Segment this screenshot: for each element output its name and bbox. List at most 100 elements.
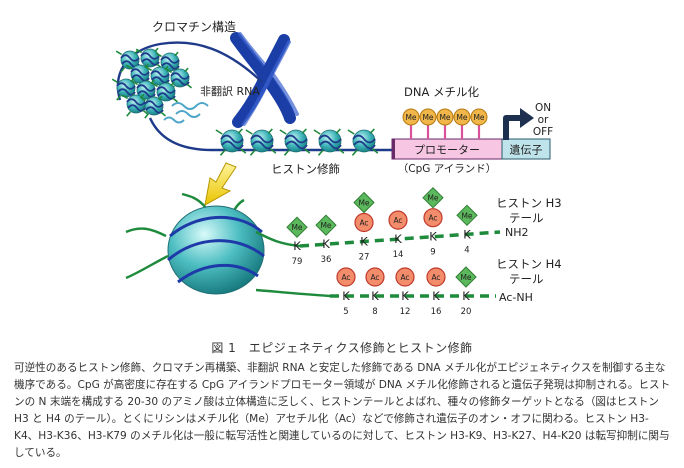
nucleosome-icon [215,128,247,156]
nucleosome-icon [165,67,192,91]
lysine-letter: K [293,239,301,253]
ac-mark-label: Ac [370,273,379,282]
h3-residue: K 79 Me [286,216,308,267]
nucleosome-icon [347,128,379,156]
residue-position: 20 [461,307,472,317]
me-mark-label: Me [320,221,331,230]
transcription-arrow-icon [503,108,534,140]
h3-tail-label-line2: テール [509,211,544,225]
ac-mark-label: Ac [341,273,350,282]
dna-strand-loop [148,117,230,152]
ncrna-label: 非翻訳 RNA [200,84,260,98]
lysine-letter: K [394,232,402,246]
gene-label: 遺伝子 [510,143,543,157]
chromosome-icon [230,32,299,128]
methyl-bulb [453,108,471,126]
me-diamond [455,266,477,288]
me-mark-label: Me [460,273,471,282]
h4-residue: K 20 Me [455,266,477,317]
nucleosome-icon [245,128,277,156]
lysine-letter: K [322,237,330,251]
h3-residue: K 36 Me [315,214,337,265]
methyl-mark-label: Me [456,113,467,122]
methyl-bulb [402,108,420,126]
residue-position: 14 [393,250,404,260]
ac-circle [365,267,385,287]
nucleosome-icon [135,47,162,71]
methyl-bulb [470,108,488,126]
h3-tail-label-line1: ヒストン H3 [496,196,562,210]
residue-position: 36 [321,255,332,265]
off-label: OFF [533,126,553,138]
ac-mark-label: Ac [393,216,402,225]
ncrna-icon [163,102,209,124]
me-diamond [422,186,444,209]
promoter-label: プロモーター [414,144,480,157]
ac-circle [426,267,446,287]
dna-methyl-marks: Me Me Me Me Me [402,108,488,139]
me-diamond [315,214,337,236]
lysine-letter: K [360,235,368,249]
methyl-mark-label: Me [422,113,433,122]
zoom-arrow-icon [204,162,237,206]
h4-tail-label-line2: テール [509,272,544,286]
h4-residue: K 8 Ac [365,267,385,317]
me-mark-label: Me [427,194,438,203]
lysine-letter: K [432,289,440,303]
lysine-letter: K [462,289,470,303]
residue-position: 5 [343,307,348,317]
residue-position: 8 [372,307,377,317]
nucleosome-detail [125,192,331,298]
methyl-bulb [419,108,437,126]
ac-circle [388,210,408,230]
nh2-label: NH2 [505,226,529,239]
h3-tail-line [299,230,501,248]
lysine-letter: K [429,230,437,244]
me-mark-label: Me [358,199,369,208]
residue-position: 79 [292,257,303,267]
h3-residue: K 9 Ac Me [422,186,444,258]
methyl-mark-label: Me [405,113,416,122]
cpg-island-label: （CpG アイランド） [398,163,496,175]
lysine-letter: K [401,289,409,303]
figure-caption: 図 1 エピジェネティクス修飾とヒストン修飾 [211,341,473,355]
me-diamond [286,216,308,238]
nucleosome-icon [313,128,345,156]
residue-position: 16 [431,307,442,317]
me-diamond [353,191,375,214]
nucleosome-icon [111,77,138,101]
description-text: 可逆性のあるヒストン修飾、クロマチン再構築、非翻訳 RNA と安定した修飾である… [14,362,671,459]
residue-position: 9 [430,248,435,258]
nucleosome-icon [279,128,311,156]
nucleosome-icon [139,95,166,119]
residue-position: 4 [464,245,469,255]
me-mark-label: Me [291,223,302,232]
histone-modification-label: ヒストン修飾 [271,162,340,176]
lysine-letter: K [371,289,379,303]
dna-strand-upper [116,41,263,101]
ac-mark-label: Ac [428,214,437,223]
h4-tail-label-line1: ヒストン H4 [496,257,562,271]
ac-circle [423,208,443,228]
figure-description: 可逆性のあるヒストン修飾、クロマチン再構築、非翻訳 RNA と安定した修飾である… [14,360,672,462]
methyl-mark-label: Me [439,113,450,122]
nucleosome-row [215,128,379,156]
methyl-mark-label: Me [473,113,484,122]
ac-circle [354,212,374,233]
ac-nh-label: Ac-NH [499,291,533,304]
ac-circle [395,267,415,287]
methyl-bulb [436,108,454,126]
on-label: ON [535,102,551,114]
residue-position: 12 [400,307,411,317]
dna-methylation-label: DNA メチル化 [404,85,479,99]
me-mark-label: Me [461,211,472,220]
chromatin-cluster [111,47,192,119]
